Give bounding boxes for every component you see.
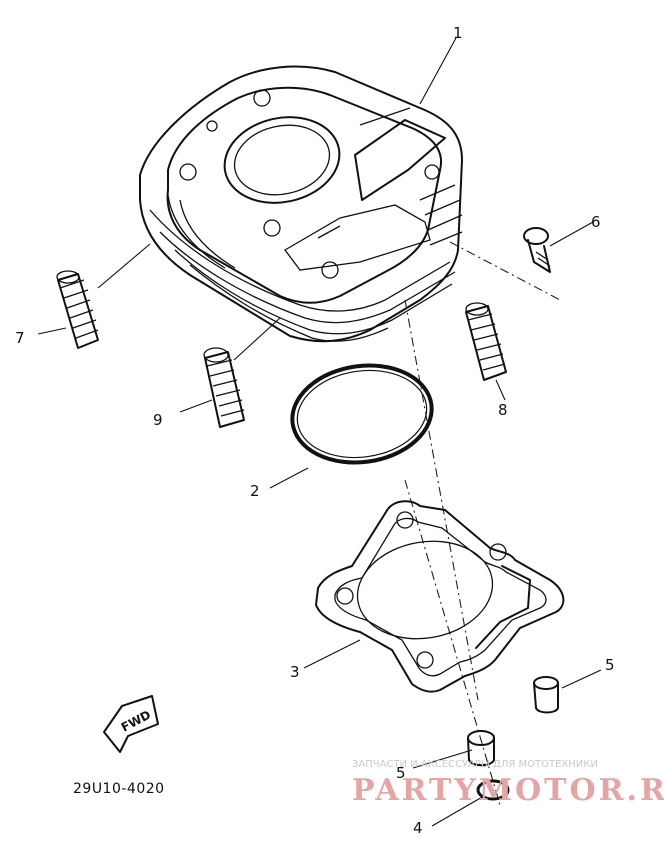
callout-2: 2 <box>250 482 260 500</box>
cylinder-gasket-3 <box>315 500 565 693</box>
stud-7 <box>56 270 99 349</box>
leader-lines <box>37 37 602 827</box>
dowel-pin-5a <box>533 676 559 714</box>
callout-8: 8 <box>498 401 508 419</box>
watermark: ЗАПЧАСТИ И АКСЕССУАРЫ ДЛЯ МОТОТЕХНИКИ PA… <box>352 759 664 808</box>
stud-8 <box>465 302 507 381</box>
callout-5b: 5 <box>396 764 406 782</box>
watermark-brand: PARTYMOTOR.RU <box>352 773 664 808</box>
cylinder-block <box>139 65 463 343</box>
stud-9 <box>203 347 245 428</box>
callout-labels: 1 2 3 4 5 5 6 7 8 9 <box>15 24 615 837</box>
callout-6: 6 <box>591 213 601 231</box>
watermark-caption: ЗАПЧАСТИ И АКСЕССУАРЫ ДЛЯ МОТОТЕХНИКИ <box>352 759 598 770</box>
part-code: 29U10-4020 <box>73 781 165 797</box>
dowel-pin-5b <box>467 730 495 767</box>
centerlines <box>404 241 561 806</box>
callout-5a: 5 <box>605 656 615 674</box>
o-ring-2 <box>290 363 434 465</box>
callout-1: 1 <box>453 24 463 42</box>
fwd-arrow-icon: FWD <box>103 695 159 753</box>
bolt-6 <box>523 227 551 273</box>
callout-7: 7 <box>15 329 25 347</box>
callout-9: 9 <box>153 411 163 429</box>
callout-4: 4 <box>413 819 423 837</box>
o-ring-4 <box>476 779 510 801</box>
callout-3: 3 <box>290 663 300 681</box>
fwd-label: FWD <box>119 708 153 735</box>
